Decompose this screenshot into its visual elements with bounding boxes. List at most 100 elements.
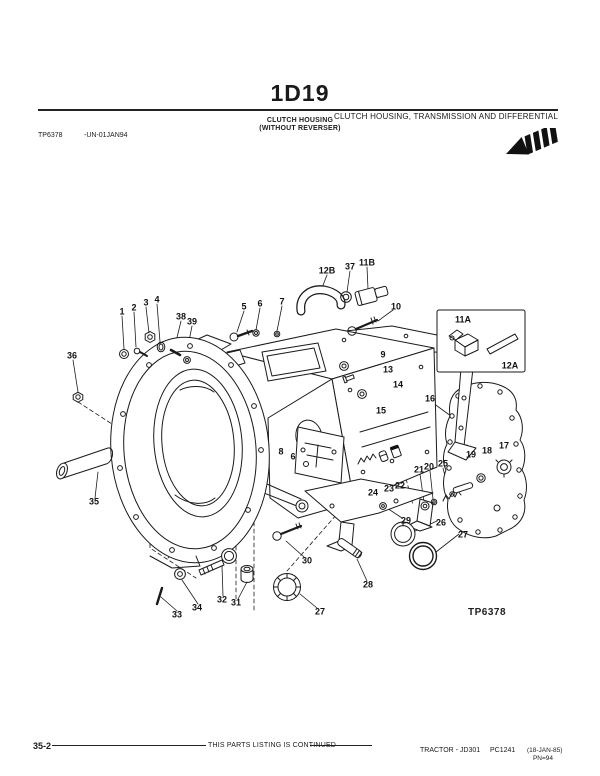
bushing-31 [240, 565, 254, 583]
callout-21: 21 [413, 464, 425, 475]
fitting-11a [448, 329, 479, 357]
callout-4: 4 [154, 294, 160, 305]
callout-12A: 12A [501, 360, 519, 371]
footer-rule-left [52, 745, 206, 747]
washer-6 [252, 329, 260, 337]
nut-36 [72, 391, 84, 403]
pin-19 [452, 482, 474, 494]
callout-3: 3 [143, 297, 149, 308]
bolt-10 [347, 316, 379, 336]
footer-catalog: PC1241 [490, 747, 516, 754]
stud-38 [169, 348, 182, 357]
nut-9 [339, 361, 349, 371]
callout-15: 15 [375, 405, 387, 416]
plug-22 [389, 444, 402, 459]
callout-32: 32 [216, 594, 228, 605]
spring-24 [357, 453, 377, 465]
seal-27-left [273, 573, 301, 601]
callout-35: 35 [88, 496, 100, 507]
page-title: 1D19 [270, 80, 330, 106]
callout-33: 33 [171, 609, 183, 620]
ring-26 [390, 521, 416, 547]
plug-39 [183, 356, 191, 364]
fitting-11b [354, 285, 389, 306]
washer-20 [430, 498, 438, 506]
plug-17 [495, 459, 513, 478]
washer-14 [357, 389, 367, 399]
callout-28: 28 [362, 579, 374, 590]
oring-18 [476, 473, 486, 483]
callout-26: 26 [435, 517, 447, 528]
bell-housing [110, 336, 270, 569]
callout-18: 18 [481, 445, 493, 456]
shift-plate [294, 426, 345, 484]
shaft-28 [337, 538, 363, 559]
oring-4 [156, 341, 166, 353]
bolt-5 [229, 329, 254, 342]
callout-29: 29 [400, 515, 412, 526]
page-number: 35-2 [33, 741, 52, 751]
callout-7: 7 [279, 296, 285, 307]
header-rule [38, 109, 558, 111]
tube-35 [56, 447, 114, 480]
nut-1 [119, 349, 129, 359]
callout-11A: 11A [454, 314, 472, 325]
footer-rule-right [310, 745, 372, 747]
callout-23: 23 [383, 483, 395, 494]
detent-23 [378, 450, 389, 463]
seal-27-right [408, 541, 438, 571]
hose-12b [296, 285, 346, 316]
footer-print-code: PN=94 [532, 755, 553, 762]
washer-21 [420, 501, 430, 511]
washer-29 [379, 502, 387, 510]
oring-37 [340, 291, 352, 303]
nut-7 [273, 330, 281, 338]
figure-title-line1: CLUTCH HOUSING [266, 117, 334, 124]
bolt-2 [133, 347, 148, 357]
footer-model: TRACTOR - JD301 [420, 747, 481, 754]
bolt-32 [198, 548, 237, 576]
screw-13 [342, 374, 355, 384]
callout-6: 6 [290, 451, 296, 462]
footer-date: (18-JAN-85) [527, 747, 563, 754]
callout-10: 10 [390, 301, 402, 312]
gasket-bolt-holes [446, 383, 523, 535]
flange-bolt-holes [117, 343, 264, 553]
bolt-30 [272, 522, 303, 541]
callout-39: 39 [186, 316, 198, 327]
figure-title-line2: (WITHOUT REVERSER) [259, 125, 341, 132]
pin-33 [155, 586, 164, 606]
callout-34: 34 [191, 602, 203, 613]
callout-38: 38 [175, 311, 187, 322]
rod-12a [486, 333, 519, 355]
callout-22: 22 [394, 480, 406, 491]
image-note: -UN-01JAN94 [84, 132, 128, 139]
callout-25: 25 [437, 458, 449, 469]
figure-watermark: TP6378 [467, 607, 507, 618]
callout-37: 37 [344, 261, 356, 272]
continued-arrow-icon [506, 128, 558, 155]
callout-24: 24 [367, 487, 379, 498]
callout-31: 31 [230, 597, 242, 608]
callout-6: 6 [257, 298, 263, 309]
callout-8: 8 [278, 446, 284, 457]
callout-12B: 12B [318, 265, 336, 276]
section-title: CLUTCH HOUSING, TRANSMISSION AND DIFFERE… [334, 112, 558, 121]
callout-1: 1 [119, 306, 125, 317]
callout-20: 20 [423, 461, 435, 472]
callout-17: 17 [498, 440, 510, 451]
nut-3 [144, 331, 156, 343]
inset-box [436, 309, 526, 373]
callout-14: 14 [392, 379, 404, 390]
callout-9: 9 [380, 349, 386, 360]
footer-continued-note: THIS PARTS LISTING IS CONTINUED [208, 742, 337, 749]
callout-2: 2 [131, 302, 137, 313]
callout-27: 27 [457, 529, 469, 540]
callout-36: 36 [66, 350, 78, 361]
callout-27: 27 [314, 606, 326, 617]
callout-16: 16 [424, 393, 436, 404]
callout-11B: 11B [358, 257, 376, 268]
